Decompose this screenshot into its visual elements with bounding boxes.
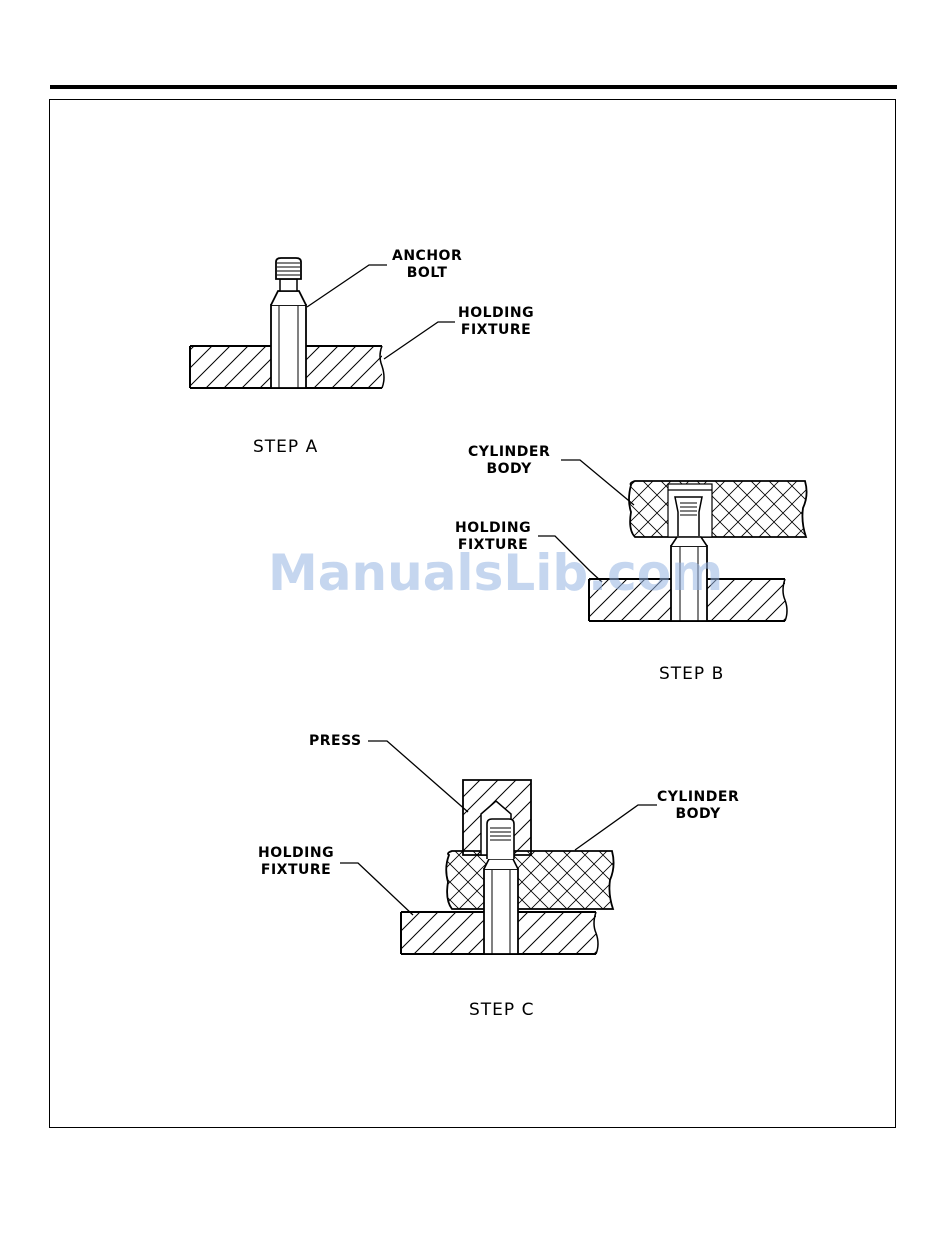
leader-holding-fixture-c xyxy=(340,863,413,915)
leader-cylinder-body-c xyxy=(575,805,657,850)
step-c-anchor-bolt xyxy=(484,819,518,954)
callout-holding-fixture-a-line2: FIXTURE xyxy=(458,322,534,339)
callout-cylinder-body-c-line1: CYLINDER xyxy=(657,789,739,806)
callout-anchor-bolt: ANCHOR BOLT xyxy=(392,248,462,282)
callout-holding-fixture-c-line2: FIXTURE xyxy=(258,862,334,879)
callout-press: PRESS xyxy=(309,733,362,750)
callout-holding-fixture-c: HOLDING FIXTURE xyxy=(258,845,334,879)
step-a-anchor-bolt xyxy=(271,258,306,388)
step-c-label: STEP C xyxy=(469,1000,534,1020)
callout-cylinder-body-b-line2: BODY xyxy=(468,461,550,478)
step-c-cylinder-body xyxy=(446,851,613,909)
callout-holding-fixture-a: HOLDING FIXTURE xyxy=(458,305,534,339)
callout-anchor-bolt-line1: ANCHOR xyxy=(392,248,462,265)
step-b-cylinder-body xyxy=(629,481,807,537)
leader-anchor-bolt xyxy=(307,265,387,307)
callout-holding-fixture-c-line1: HOLDING xyxy=(258,845,334,862)
watermark: ManualsLib.com xyxy=(268,544,723,602)
step-a-label: STEP A xyxy=(253,437,318,457)
callout-cylinder-body-c-line2: BODY xyxy=(657,806,739,823)
callout-cylinder-body-b: CYLINDER BODY xyxy=(468,444,550,478)
callout-holding-fixture-b-line1: HOLDING xyxy=(455,520,531,537)
callout-cylinder-body-c: CYLINDER BODY xyxy=(657,789,739,823)
callout-cylinder-body-b-line1: CYLINDER xyxy=(468,444,550,461)
callout-holding-fixture-a-line1: HOLDING xyxy=(458,305,534,322)
leader-press xyxy=(368,741,468,812)
leader-cylinder-body-b xyxy=(561,460,634,505)
step-c-drawing xyxy=(340,741,657,954)
leader-holding-fixture-a xyxy=(384,322,455,359)
step-b-label: STEP B xyxy=(659,664,724,684)
callout-anchor-bolt-line2: BOLT xyxy=(392,265,462,282)
